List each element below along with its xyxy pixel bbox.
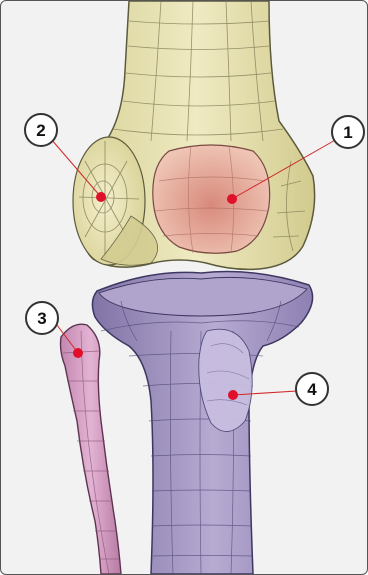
marker-dot-2 xyxy=(96,192,106,202)
marker-dot-3 xyxy=(73,348,83,358)
callout-label-3: 3 xyxy=(37,309,46,328)
fibula-bone xyxy=(61,324,122,574)
callout-badge-4: 4 xyxy=(296,373,328,405)
marker-dot-1 xyxy=(227,194,237,204)
callout-label-2: 2 xyxy=(36,121,45,140)
callout-label-1: 1 xyxy=(343,123,352,142)
callout-badge-3: 3 xyxy=(26,302,58,334)
tibia-bone xyxy=(92,272,312,575)
callout-badge-1: 1 xyxy=(332,116,364,148)
callout-badge-2: 2 xyxy=(25,114,57,146)
marker-dot-4 xyxy=(228,390,238,400)
patella xyxy=(153,145,270,253)
callout-label-4: 4 xyxy=(307,380,317,399)
